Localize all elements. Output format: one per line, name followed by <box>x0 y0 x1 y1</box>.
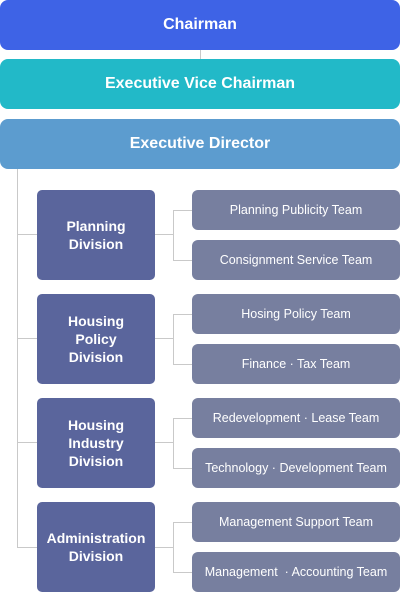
team-technology-development: Technology · Development Team <box>192 448 400 488</box>
chairman-box: Chairman <box>0 0 400 50</box>
team-label: Management · Accounting Team <box>204 565 388 579</box>
executive-vice-chairman-box: Executive Vice Chairman <box>0 59 400 109</box>
division-housing-policy: Housing Policy Division <box>37 294 155 384</box>
connector-division-4-teams <box>155 547 173 548</box>
division-administration: Administration Division <box>37 502 155 592</box>
division-housing-industry: Housing Industry Division <box>37 398 155 488</box>
team-label: Technology · Development Team <box>205 461 387 475</box>
connector-team-2-2 <box>173 364 192 365</box>
team-label: Redevelopment · Lease Team <box>212 411 380 425</box>
division-label: Housing Industry Division <box>68 417 124 469</box>
connector-team-1-2 <box>173 260 192 261</box>
team-label: Planning Publicity Team <box>229 203 363 217</box>
connector-division-4-vertical <box>173 522 174 572</box>
connector-division-1-teams <box>155 234 173 235</box>
connector-team-2-1 <box>173 314 192 315</box>
connector-division-2-vertical <box>173 314 174 364</box>
team-redevelopment-lease: Redevelopment · Lease Team <box>192 398 400 438</box>
connector-division-4 <box>17 547 37 548</box>
connector-division-2-teams <box>155 338 173 339</box>
executive-director-box: Executive Director <box>0 119 400 169</box>
team-management-accounting: Management · Accounting Team <box>192 552 400 592</box>
team-finance-tax: Finance · Tax Team <box>192 344 400 384</box>
team-label: Consignment Service Team <box>219 253 373 267</box>
division-label: Planning Division <box>66 218 126 252</box>
connector-division-3-teams <box>155 442 173 443</box>
executive-director-label: Executive Director <box>129 135 271 152</box>
chairman-label: Chairman <box>163 16 237 33</box>
connector-division-1-vertical <box>173 210 174 260</box>
executive-vice-chairman-label: Executive Vice Chairman <box>104 75 296 92</box>
connector-division-3 <box>17 442 37 443</box>
connector-division-3-vertical <box>173 418 174 468</box>
division-label: Administration Division <box>46 530 146 564</box>
team-hosing-policy: Hosing Policy Team <box>192 294 400 334</box>
connector-team-4-2 <box>173 572 192 573</box>
connector-division-2 <box>17 338 37 339</box>
team-management-support: Management Support Team <box>192 502 400 542</box>
connector-chairman-evc <box>200 50 201 59</box>
connector-team-3-1 <box>173 418 192 419</box>
team-label: Management Support Team <box>218 515 374 529</box>
division-planning: Planning Division <box>37 190 155 280</box>
division-label: Housing Policy Division <box>68 313 124 365</box>
team-consignment-service: Consignment Service Team <box>192 240 400 280</box>
team-label: Hosing Policy Team <box>241 307 351 321</box>
connector-team-3-2 <box>173 468 192 469</box>
team-label: Finance · Tax Team <box>241 357 351 371</box>
connector-spine <box>17 169 18 548</box>
connector-team-1-1 <box>173 210 192 211</box>
connector-division-1 <box>17 234 37 235</box>
connector-team-4-1 <box>173 522 192 523</box>
team-planning-publicity: Planning Publicity Team <box>192 190 400 230</box>
